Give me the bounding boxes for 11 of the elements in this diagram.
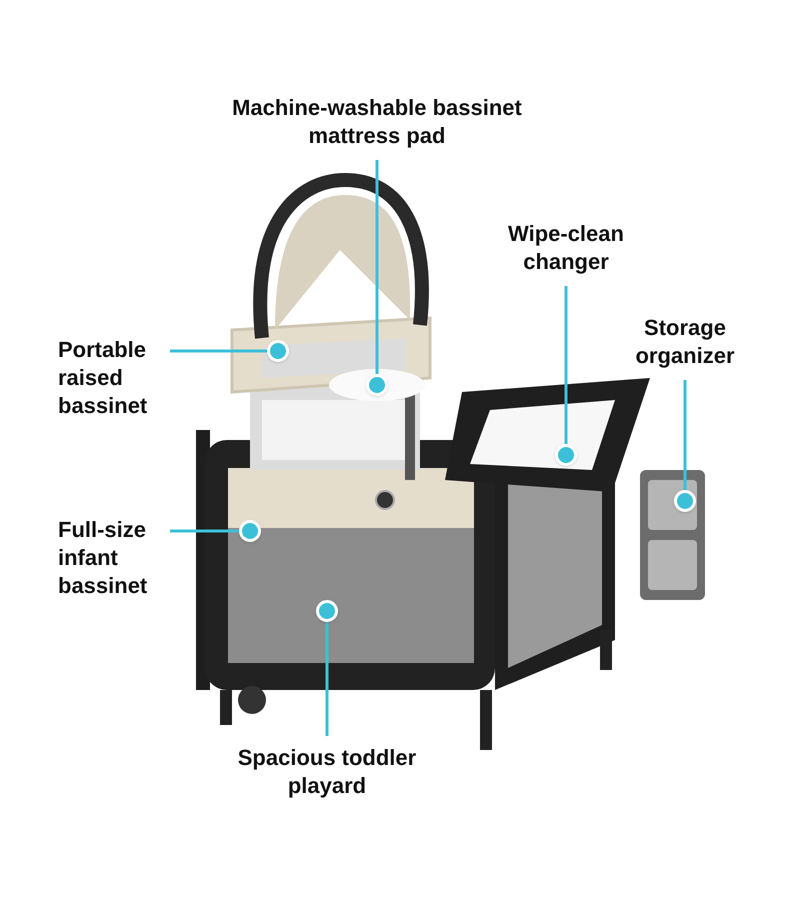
leader-line xyxy=(170,530,239,532)
callout-label: Full-size infant bassinet xyxy=(58,516,148,600)
leader-line xyxy=(170,350,267,352)
callout-label: Storage organizer xyxy=(634,314,736,370)
callout-label: Spacious toddler playard xyxy=(236,744,418,800)
leader-line xyxy=(564,286,568,444)
leader-line xyxy=(684,380,686,490)
callout-label: Portable raised bassinet xyxy=(58,336,148,420)
callout-label: Machine-washable bassinet mattress pad xyxy=(231,94,523,150)
leader-line xyxy=(326,622,328,736)
callout-label: Wipe-clean changer xyxy=(507,220,625,276)
